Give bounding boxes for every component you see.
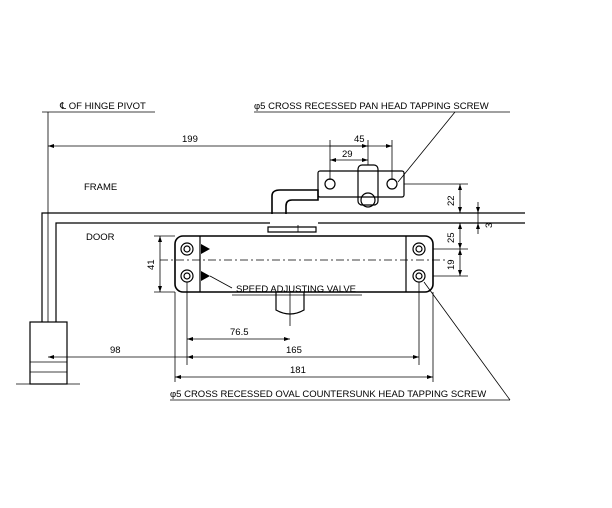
dim-3-arrow-top: [476, 207, 480, 213]
top-screw-callout: φ5 CROSS RECESSED PAN HEAD TAPPING SCREW: [254, 101, 510, 183]
dim-3-text: 3: [484, 223, 495, 228]
mount-hole-left-bottom-inner: [183, 272, 191, 280]
bracket-screw-right: [386, 178, 398, 190]
dim-29-arrow-right: [362, 158, 368, 162]
frame-label: FRAME: [84, 182, 117, 193]
dim-41-arrow-bottom: [158, 286, 162, 292]
speed-valve-label: SPEED ADJUSTING VALVE: [236, 284, 356, 295]
mount-hole-right-bottom-inner: [415, 272, 423, 280]
frame-line-outer: [41, 212, 525, 322]
dim-25-text: 25: [446, 232, 457, 243]
dim-199-group: 199: [48, 134, 368, 148]
dim-22-arrow-top: [458, 184, 462, 190]
arm-bracket-plate: [317, 170, 405, 198]
dim-25-arrow-bottom: [458, 243, 462, 249]
dim-199-arrow-left: [48, 144, 54, 148]
hinge-body: [29, 321, 68, 385]
frame-line-inner: [55, 222, 270, 322]
dim-19-arrow-bottom: [458, 270, 462, 276]
dim-181-arrow-right: [427, 375, 433, 379]
dim-45-29-group: 45 29: [329, 134, 393, 180]
right-dims-group: 22 3 25 19: [404, 183, 495, 277]
dim-25-arrow-top: [458, 223, 462, 229]
dim-41-text: 41: [146, 259, 157, 270]
dim-29-text: 29: [342, 149, 353, 160]
arm-link: [271, 189, 319, 214]
valve-leader: [209, 275, 233, 289]
dim-22-text: 22: [446, 195, 457, 206]
dim-45-text: 45: [354, 134, 365, 145]
mount-hole-right-bottom: [412, 269, 426, 283]
dim-22-arrow-bottom: [458, 207, 462, 213]
mount-hole-left-bottom: [180, 269, 194, 283]
dim-165-arrow-left: [187, 355, 193, 359]
mount-hole-right-top: [412, 242, 426, 256]
mount-hole-right-top-inner: [415, 245, 423, 253]
bottom-dims-group: 76.5 165 98 181: [48, 282, 434, 382]
arm-bracket-group: [267, 164, 405, 233]
valve-marker-top: [201, 244, 210, 254]
dim-76-5-arrow-left: [187, 337, 193, 341]
dim-165-text: 165: [286, 345, 302, 356]
hinge-pivot-label: ℄ OF HINGE PIVOT: [59, 101, 146, 112]
dim-98-text: 98: [110, 345, 121, 356]
dim-41-arrow-top: [158, 236, 162, 242]
door-label: DOOR: [86, 232, 115, 243]
hinge-pivot-group: ℄ OF HINGE PIVOT: [42, 101, 155, 322]
dim-19-arrow-top: [458, 249, 462, 255]
dim-76-5-text: 76.5: [230, 327, 249, 338]
dim-41-group: 41: [146, 235, 175, 293]
dim-181-arrow-left: [175, 375, 181, 379]
mount-hole-left-top: [180, 242, 194, 256]
top-screw-leader: [397, 111, 456, 183]
hinge-block: [16, 321, 80, 385]
bracket-screw-left: [324, 178, 336, 190]
dim-165-arrow-right: [413, 355, 419, 359]
dim-3-arrow-bottom: [476, 223, 480, 229]
dim-19-text: 19: [446, 259, 457, 270]
bottom-screw-callout: φ5 CROSS RECESSED OVAL COUNTERSUNK HEAD …: [170, 281, 511, 401]
mount-hole-left-top-inner: [183, 245, 191, 253]
arm-pivot-circle: [360, 192, 376, 208]
dim-45-arrow-right: [386, 144, 392, 148]
dim-199-text: 199: [182, 134, 198, 145]
dim-181-text: 181: [290, 365, 306, 376]
valve-marker-bottom: [201, 271, 210, 281]
dim-29-arrow-left: [330, 158, 336, 162]
closer-body: SPEED ADJUSTING VALVE: [160, 235, 448, 326]
dim-98-arrow-left: [48, 355, 54, 359]
frame-outline: FRAME DOOR: [41, 182, 525, 322]
dim-76-5-arrow-right: [284, 337, 290, 341]
top-screw-label: φ5 CROSS RECESSED PAN HEAD TAPPING SCREW: [254, 101, 489, 112]
bottom-screw-label: φ5 CROSS RECESSED OVAL COUNTERSUNK HEAD …: [170, 389, 486, 400]
arm-base-cap: [267, 226, 317, 233]
bottom-screw-leader: [423, 281, 511, 401]
